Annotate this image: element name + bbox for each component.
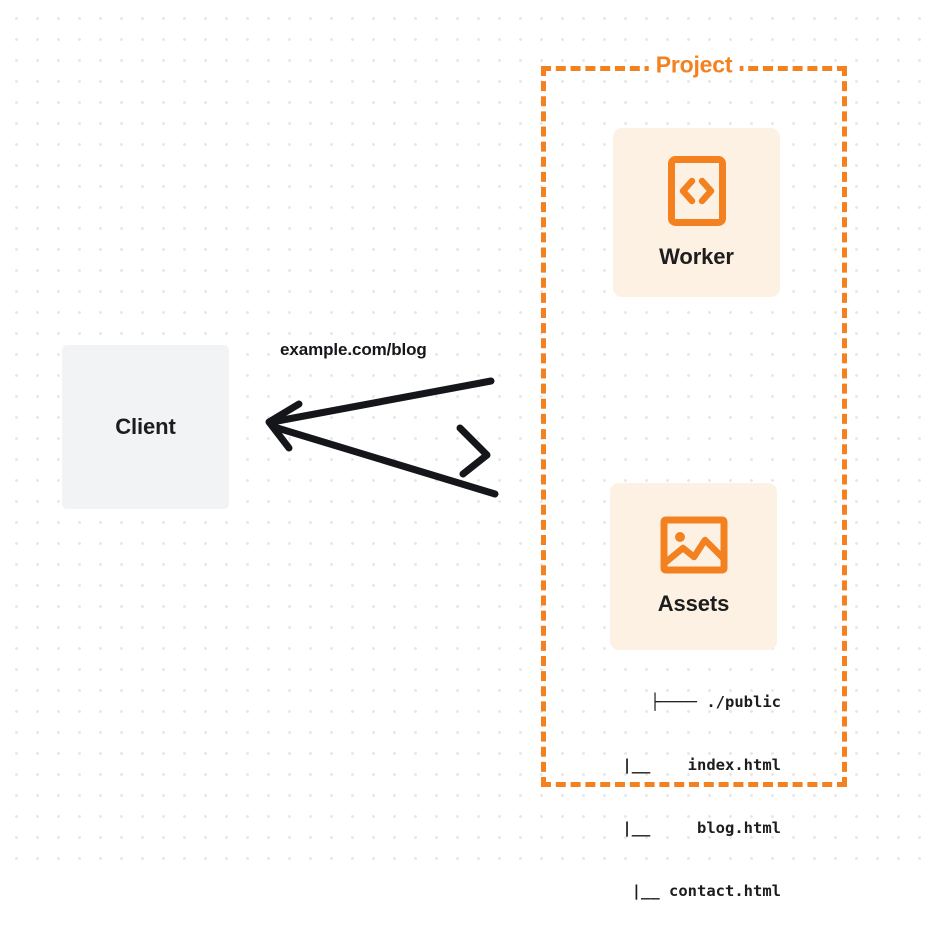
client-label: Client bbox=[115, 414, 176, 439]
assets-card[interactable]: Assets bbox=[610, 483, 777, 650]
image-picture-icon bbox=[660, 516, 728, 574]
project-title: Project bbox=[648, 51, 740, 79]
request-url-label: example.com/blog bbox=[280, 340, 427, 359]
project-container: Project bbox=[541, 51, 847, 787]
file-tree-row: |__ blog.html bbox=[622, 819, 781, 837]
code-brackets-icon bbox=[667, 155, 727, 227]
file-tree-row: |__ contact.html bbox=[631, 882, 781, 900]
worker-label: Worker bbox=[659, 244, 734, 269]
file-tree-row: |__ index.html bbox=[622, 756, 781, 774]
assets-label: Assets bbox=[657, 591, 730, 616]
response-arrow bbox=[265, 377, 495, 452]
request-arrow bbox=[270, 423, 499, 498]
diagram-canvas: Client example.com/blog Project Worker A… bbox=[0, 0, 938, 900]
client-node[interactable]: Client bbox=[62, 345, 229, 509]
assets-file-tree: ├──── ./public |__ index.html |__ blog.h… bbox=[589, 650, 781, 944]
worker-card[interactable]: Worker bbox=[613, 128, 780, 297]
file-tree-row: ├──── ./public bbox=[650, 693, 781, 711]
